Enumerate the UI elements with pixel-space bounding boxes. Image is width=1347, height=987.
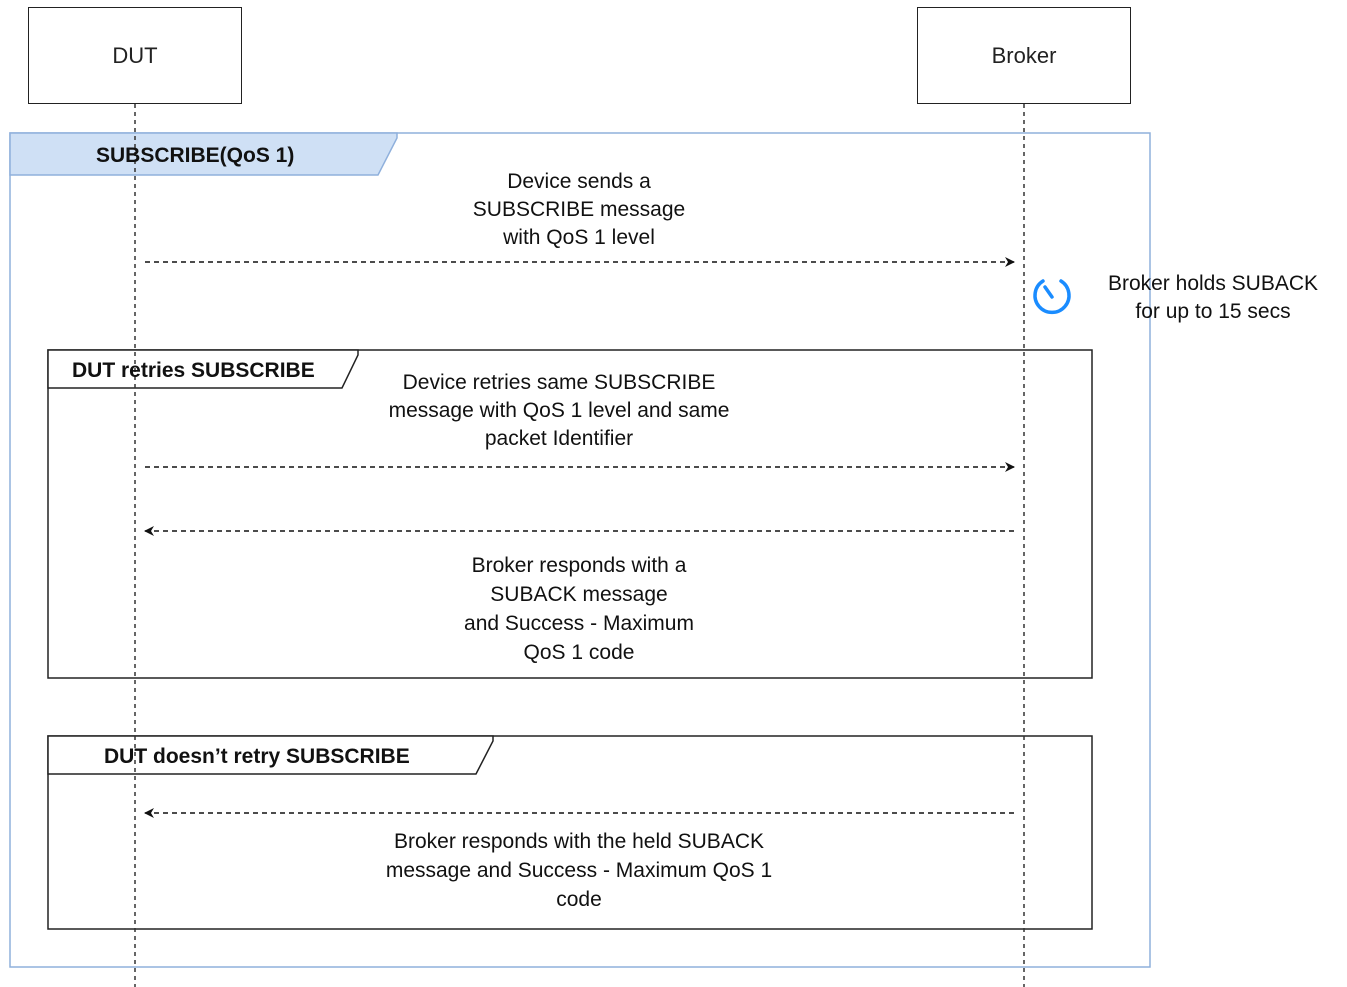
dut-participant-label: DUT bbox=[112, 42, 158, 68]
subscribe-message-text: Device sends a SUBSCRIBE message with Qo… bbox=[472, 170, 686, 249]
dut-participant: DUT bbox=[28, 7, 242, 104]
no-retry-frame-tab bbox=[47, 735, 494, 775]
outer-frame bbox=[9, 132, 1151, 968]
outer-frame-label: SUBSCRIBE(QoS 1) bbox=[96, 144, 295, 167]
outer-frame-tab bbox=[9, 132, 398, 176]
broker-hold-note: Broker holds SUBACK for up to 15 secs bbox=[1107, 272, 1319, 323]
timer-icon bbox=[1033, 279, 1071, 315]
broker-participant-label: Broker bbox=[991, 42, 1057, 68]
no-retry-frame-label: DUT doesn’t retry SUBSCRIBE bbox=[104, 745, 410, 768]
retry-subscribe-message-text: Device retries same SUBSCRIBE message wi… bbox=[388, 371, 730, 450]
retry-frame-label: DUT retries SUBSCRIBE bbox=[72, 359, 315, 382]
retry-frame bbox=[47, 349, 1093, 679]
suback-retry-message-text: Broker responds with a SUBACK message an… bbox=[464, 554, 694, 664]
broker-participant: Broker bbox=[917, 7, 1131, 104]
suback-held-message-text: Broker responds with the held SUBACK mes… bbox=[385, 830, 773, 911]
retry-frame-tab bbox=[47, 349, 359, 389]
